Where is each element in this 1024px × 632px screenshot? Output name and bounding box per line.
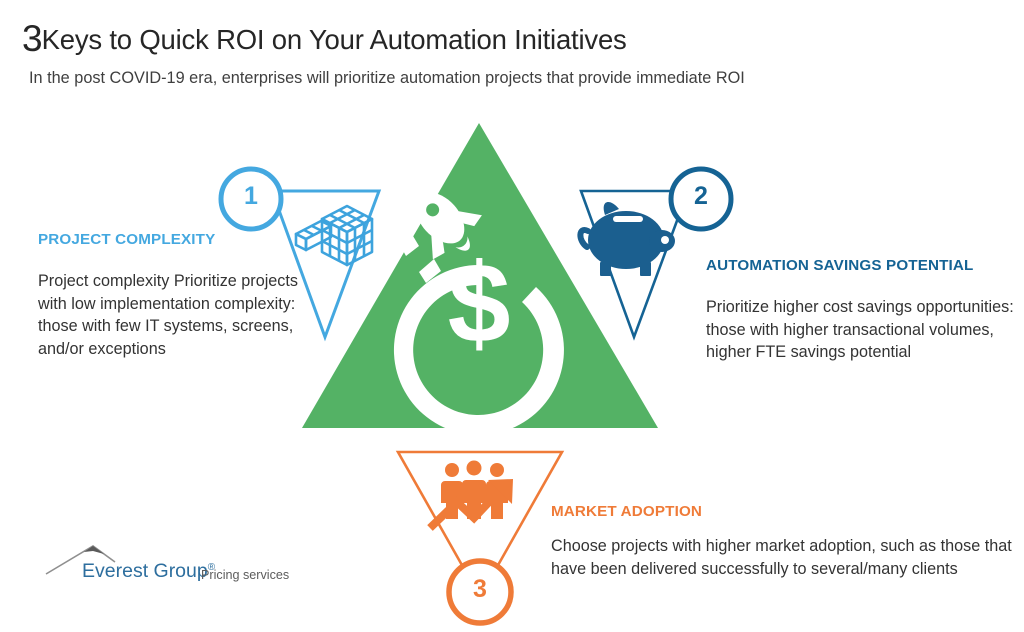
page-subtitle: In the post COVID-19 era, enterprises wi… <box>29 69 745 87</box>
key-1-heading: PROJECT COMPLEXITY <box>38 231 216 248</box>
key-3-number: 3 <box>473 575 487 603</box>
key-2-triangle <box>579 189 690 341</box>
page-title-text: Keys to Quick ROI on Your Automation Ini… <box>41 24 627 55</box>
key-3-heading: MARKET ADOPTION <box>551 503 703 520</box>
key-2-number: 2 <box>694 182 708 210</box>
key-3-body: Choose projects with higher market adopt… <box>551 537 1012 578</box>
key-2-body: Prioritize higher cost savings opportuni… <box>706 298 1014 362</box>
center-green-triangle <box>302 123 658 428</box>
rubiks-cube-icon <box>294 204 374 267</box>
everest-group-logo: Everest Group® Pricing services <box>44 544 289 590</box>
rocket-dollar-icon: $ <box>393 192 564 435</box>
piggy-bank-icon <box>577 202 675 276</box>
key-2-heading: AUTOMATION SAVINGS POTENTIAL <box>706 257 974 274</box>
logo-wordmark-text: Everest Group <box>82 560 208 582</box>
logo-tagline: Pricing services <box>201 568 290 582</box>
page-title-number: 3 <box>22 18 43 59</box>
people-growth-arrow-icon <box>427 460 513 531</box>
registered-trademark-icon: ® <box>207 562 216 573</box>
key-1-number: 1 <box>244 182 258 210</box>
key-1-body: Project complexity Prioritize projects w… <box>38 272 298 359</box>
svg-text:$: $ <box>448 240 511 366</box>
logo-wordmark: Everest Group® <box>82 560 215 583</box>
page-title: 3Keys to Quick ROI on Your Automation In… <box>22 18 627 60</box>
